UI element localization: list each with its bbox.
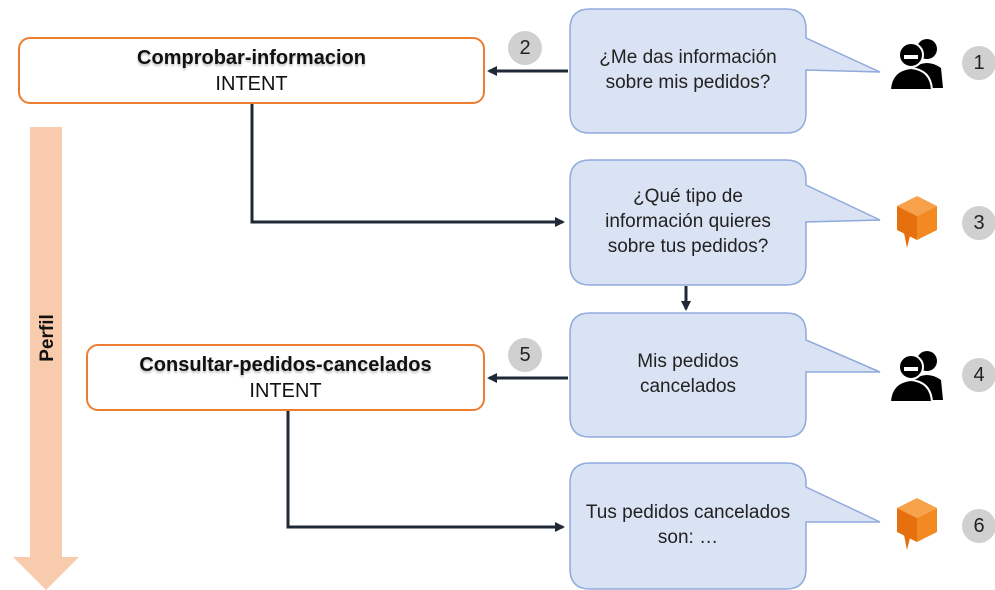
bubble-2-shape (569, 159, 881, 286)
bubble-text-2: ¿Qué tipo de información quieres sobre t… (605, 186, 771, 257)
intent-type: INTENT (249, 379, 322, 402)
intent-name: Consultar-pedidos-cancelados (139, 353, 432, 376)
arrow-intent2-to-bubble4 (286, 411, 565, 532)
users-icon (888, 39, 943, 91)
step-number: 1 (962, 46, 995, 80)
intent-box-comprobar: Comprobar-informacion INTENT (18, 37, 485, 104)
bubble-text-1: ¿Me das información sobre mis pedidos? (599, 47, 777, 93)
bubble-1-shape (569, 8, 881, 134)
intent-box-consultar: Consultar-pedidos-cancelados INTENT (86, 344, 485, 411)
bubble-4-shape (569, 462, 881, 590)
step-number: 5 (508, 338, 542, 372)
arrow-intent1-to-bubble2 (250, 104, 565, 227)
step-number: 3 (962, 206, 995, 240)
bubble-3-shape (569, 312, 881, 438)
intent-type: INTENT (215, 72, 288, 95)
step-number: 2 (508, 31, 542, 65)
bot-chat-icon (897, 498, 937, 550)
perfil-arrow (13, 127, 79, 590)
users-icon (888, 351, 943, 403)
step-number: 6 (962, 509, 995, 543)
step-number: 4 (962, 358, 995, 392)
bot-chat-icon (897, 196, 937, 248)
intent-name: Comprobar-informacion (137, 46, 366, 69)
bubble-text-4: Tus pedidos cancelados son: … (585, 502, 791, 548)
bubble-text-3: Mis pedidos cancelados (637, 351, 739, 397)
